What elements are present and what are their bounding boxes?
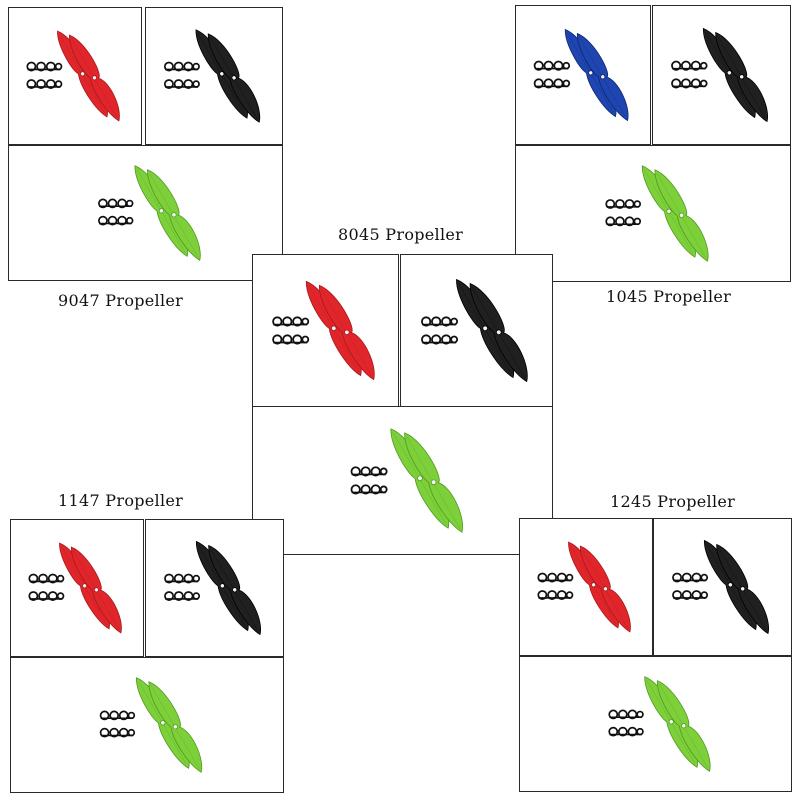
- propeller-blade-icon: [716, 543, 770, 635]
- propeller-photo-red: [8, 7, 142, 145]
- propeller-blade-icon: [576, 32, 629, 122]
- propeller-photo-blue: [515, 5, 651, 145]
- propeller-photo-black: [653, 518, 792, 656]
- adapter-rings-icon: [533, 60, 571, 89]
- propeller-photo-red: [10, 519, 144, 657]
- propeller-photo-black: [145, 519, 284, 657]
- adapter-rings-icon: [163, 61, 200, 89]
- propeller-blade-icon: [195, 540, 249, 632]
- group-caption-1045: 1045 Propeller: [606, 287, 732, 306]
- adapter-rings-icon: [537, 572, 574, 600]
- propeller-photo-black: [145, 7, 283, 145]
- adapter-rings-icon: [99, 710, 136, 738]
- adapter-rings-icon: [98, 198, 134, 226]
- propeller-photo-green: [10, 657, 284, 793]
- propeller-photo-black: [652, 5, 791, 145]
- adapter-rings-icon: [421, 316, 459, 345]
- adapter-rings-icon: [164, 573, 201, 601]
- group-caption-1147: 1147 Propeller: [58, 491, 184, 510]
- propeller-photo-green: [8, 145, 283, 281]
- propeller-photo-green: [519, 656, 792, 792]
- group-caption-9047: 9047 Propeller: [58, 291, 184, 310]
- group-caption-1245: 1245 Propeller: [610, 492, 736, 511]
- adapter-rings-icon: [672, 572, 709, 600]
- propeller-blade-icon: [390, 428, 450, 529]
- adapter-rings-icon: [28, 573, 65, 601]
- propeller-photo-black: [400, 254, 553, 407]
- propeller-blade-icon: [70, 546, 122, 634]
- adapter-rings-icon: [26, 61, 63, 89]
- propeller-blade-icon: [715, 31, 769, 123]
- propeller-blade-icon: [318, 284, 375, 381]
- adapter-rings-icon: [350, 466, 388, 495]
- propeller-photo-green: [515, 145, 791, 282]
- adapter-rings-icon: [608, 709, 644, 737]
- propeller-blade-icon: [579, 545, 631, 633]
- propeller-blade-icon: [68, 34, 120, 122]
- propeller-photo-green: [252, 406, 553, 555]
- propeller-blade-icon: [469, 282, 528, 383]
- propeller-blade-icon: [656, 680, 711, 772]
- adapter-rings-icon: [272, 316, 310, 345]
- propeller-blade-icon: [148, 681, 203, 773]
- group-caption-8045: 8045 Propeller: [338, 225, 464, 244]
- adapter-rings-icon: [605, 199, 642, 227]
- adapter-rings-icon: [671, 60, 708, 89]
- propeller-photo-red: [519, 518, 653, 656]
- propeller-blade-icon: [207, 33, 261, 123]
- propeller-blade-icon: [147, 169, 201, 261]
- propeller-blade-icon: [404, 432, 463, 533]
- propeller-photo-red: [252, 254, 399, 407]
- propeller-blade-icon: [654, 169, 709, 262]
- propeller-blade-icon: [208, 544, 262, 636]
